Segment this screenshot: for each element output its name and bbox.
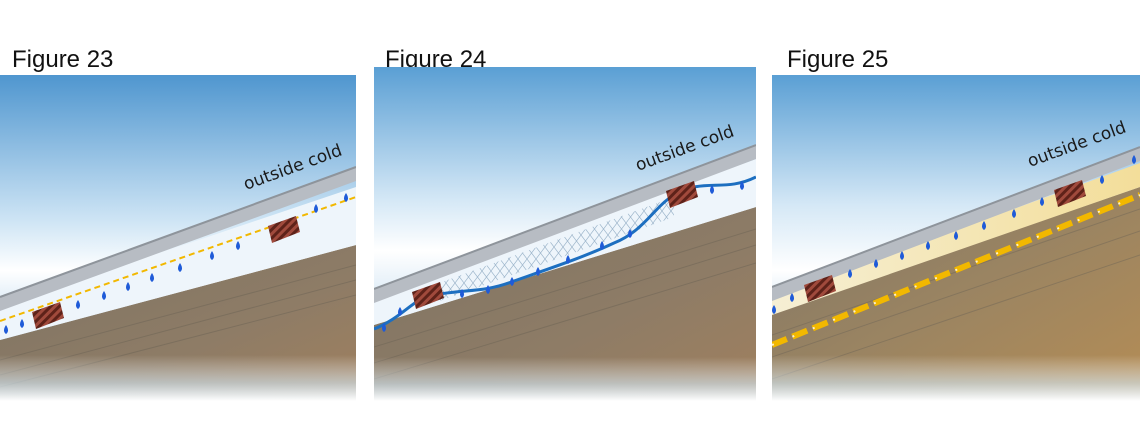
batten bbox=[412, 282, 444, 309]
figure-23-diagram: outside cold bbox=[0, 75, 356, 401]
batten bbox=[666, 181, 698, 208]
water-droplets bbox=[382, 181, 744, 332]
batten bbox=[32, 302, 64, 329]
figure-25-title: Figure 25 bbox=[787, 46, 889, 73]
water-droplets bbox=[772, 155, 1136, 314]
figure-23-title: Figure 23 bbox=[12, 46, 114, 73]
batten bbox=[1054, 180, 1086, 207]
figure-25-diagram: outside cold bbox=[772, 75, 1140, 401]
figure-24-diagram: outside cold bbox=[374, 67, 756, 401]
water-droplets bbox=[4, 193, 348, 334]
batten bbox=[804, 275, 836, 302]
batten bbox=[268, 216, 300, 243]
